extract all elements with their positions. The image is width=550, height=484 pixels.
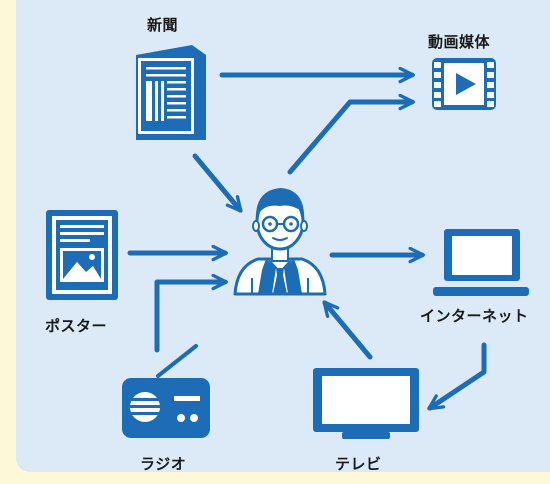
arrow-internet-to-tv — [427, 342, 487, 411]
label-video-media: 動画媒体 — [428, 33, 491, 51]
arrow-newspaper-to-person — [192, 153, 243, 213]
label-radio: ラジオ — [140, 455, 187, 473]
arrow-person-to-video — [287, 93, 415, 175]
poster-icon — [46, 210, 118, 300]
video-player-icon — [432, 58, 496, 110]
television-icon — [313, 368, 419, 439]
label-internet: インターネット — [420, 307, 529, 325]
label-tv: テレビ — [335, 455, 382, 473]
arrow-radio-to-person — [154, 273, 228, 353]
arrow-tv-to-person — [322, 300, 373, 360]
label-newspaper: 新聞 — [147, 16, 179, 34]
radio-icon — [122, 344, 210, 438]
laptop-icon — [433, 229, 529, 296]
newspaper-icon — [136, 45, 206, 140]
label-poster: ポスター — [45, 317, 108, 335]
businessman-icon — [233, 188, 327, 296]
